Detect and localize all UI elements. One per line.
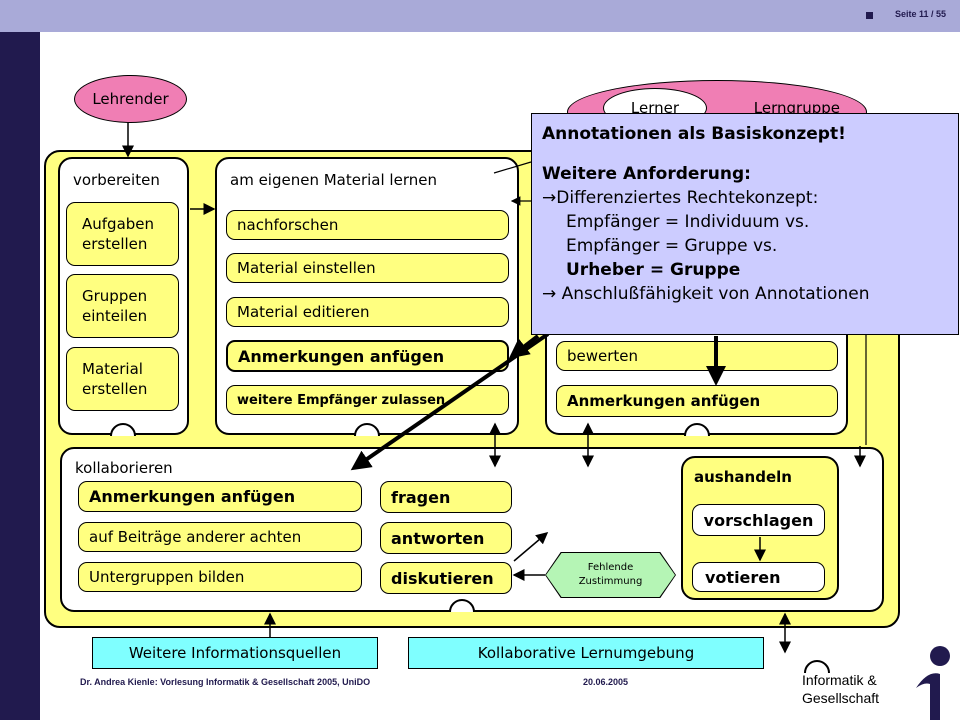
collab-item-subgroups[interactable]: Untergruppen bilden xyxy=(78,562,362,592)
callout-line-1: Annotationen als Basiskonzept! xyxy=(542,124,846,144)
right-item-rate[interactable]: bewerten xyxy=(556,341,838,371)
own-item-annotate[interactable]: Anmerkungen anfügen xyxy=(226,340,509,372)
callout-line-7: Anschlußfähigkeit von Annotationen xyxy=(556,284,870,304)
arrow-callout-pointer xyxy=(493,161,532,174)
collab-item-attend[interactable]: auf Beiträge anderer achten xyxy=(78,522,362,552)
negotiate-title: aushandeln xyxy=(694,468,792,486)
page-marker xyxy=(866,12,873,19)
info-sources-box[interactable]: Weitere Informationsquellen xyxy=(92,637,378,669)
prepare-item-groups-label: Gruppen einteilen xyxy=(82,287,148,325)
callout-line-2: Weitere Anforderung: xyxy=(542,164,751,184)
prepare-item-groups[interactable]: Gruppen einteilen xyxy=(66,274,179,338)
callout-line-3: Differenziertes Rechtekonzept: xyxy=(556,188,819,208)
collab-item-answer[interactable]: antworten xyxy=(380,522,512,554)
learning-env-box[interactable]: Kollaborative Lernumgebung xyxy=(408,637,764,669)
vote-button[interactable]: votieren xyxy=(692,562,825,592)
page-number: Seite 11 / 55 xyxy=(894,9,946,19)
propose-label: vorschlagen xyxy=(703,510,814,530)
vote-label: votieren xyxy=(705,567,781,587)
own-material-title: am eigenen Material lernen xyxy=(230,171,437,189)
missing-consent-inner: Fehlende Zustimmung xyxy=(546,553,675,597)
footer-date: 20.06.2005 xyxy=(583,677,629,687)
arrow-bold-annotate xyxy=(508,334,540,359)
callout-line-4: Empfänger = Individuum vs. xyxy=(566,212,810,232)
collab-item-annotate[interactable]: Anmerkungen anfügen xyxy=(78,481,362,512)
logo-text: Informatik & Gesellschaft xyxy=(802,671,879,707)
logo-i-icon xyxy=(916,646,950,720)
arrow-icon: → xyxy=(542,284,557,304)
callout-line-5: Empfänger = Gruppe vs. xyxy=(566,236,778,256)
own-item-edit[interactable]: Material editieren xyxy=(226,297,509,327)
left-sidebar xyxy=(0,32,40,720)
learner-label: Lerner xyxy=(630,99,680,117)
callout-line-6: Urheber = Gruppe xyxy=(566,260,741,280)
top-bar xyxy=(0,0,960,32)
logo-line-2: Gesellschaft xyxy=(802,690,880,706)
logo-line-1: Informatik & xyxy=(802,672,877,688)
teacher-label: Lehrender xyxy=(92,90,169,108)
missing-consent-label: Fehlende Zustimmung xyxy=(578,562,643,587)
callout-line-3-row: →Differenziertes Rechtekonzept: xyxy=(542,186,958,210)
right-item-annotate[interactable]: Anmerkungen anfügen xyxy=(556,385,838,417)
prepare-item-tasks[interactable]: Aufgaben erstellen xyxy=(66,202,179,266)
prepare-item-tasks-label: Aufgaben erstellen xyxy=(82,215,155,253)
arrow-bold-collab xyxy=(350,332,550,471)
learner-group-label: Lerngruppe xyxy=(753,99,840,117)
arrow-icon: → xyxy=(542,188,557,208)
collaborate-title: kollaborieren xyxy=(75,459,173,477)
collab-item-ask[interactable]: fragen xyxy=(380,481,512,513)
own-item-research[interactable]: nachforschen xyxy=(226,210,509,240)
prepare-item-material[interactable]: Material erstellen xyxy=(66,347,179,411)
callout-spacer xyxy=(542,146,958,162)
footer-author: Dr. Andrea Kienle: Vorlesung Informatik … xyxy=(80,677,371,687)
own-item-recipients[interactable]: weitere Empfänger zulassen xyxy=(226,385,509,415)
callout-box: Annotationen als Basiskonzept! Weitere A… xyxy=(531,113,959,335)
teacher-ellipse: Lehrender xyxy=(74,75,187,123)
collab-item-discuss[interactable]: diskutieren xyxy=(380,562,512,594)
callout-line-7-row: → Anschlußfähigkeit von Annotationen xyxy=(542,282,958,306)
propose-button[interactable]: vorschlagen xyxy=(692,504,825,536)
prepare-item-material-label: Material erstellen xyxy=(82,360,148,398)
prepare-title: vorbereiten xyxy=(73,171,160,189)
own-item-upload[interactable]: Material einstellen xyxy=(226,253,509,283)
arrow-discuss-consent xyxy=(513,532,549,562)
